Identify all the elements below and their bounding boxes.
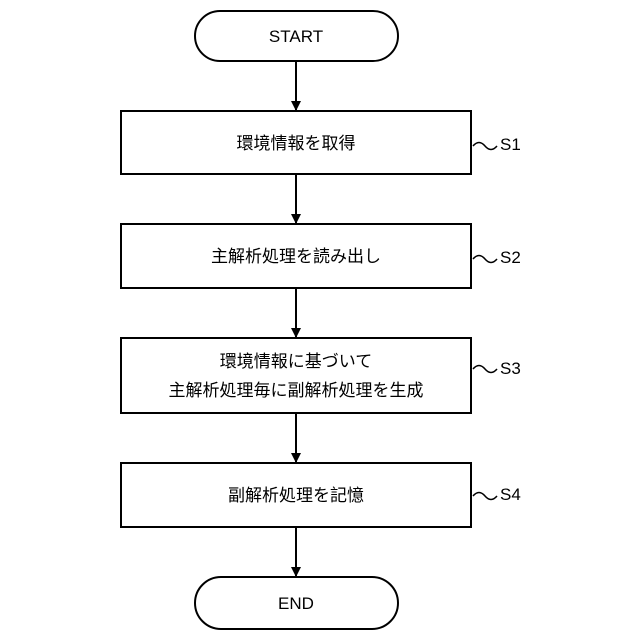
start-label: START: [269, 27, 323, 46]
step-leader-tilde: [473, 143, 497, 150]
step-id: S2: [500, 248, 521, 267]
step-leader-tilde: [473, 256, 497, 263]
process-step-s1: 環境情報を取得 S1: [121, 111, 521, 174]
step-leader-tilde: [473, 366, 497, 373]
step-label: 副解析処理を記憶: [228, 486, 364, 506]
step-label-line-2: 主解析処理毎に副解析処理を生成: [169, 381, 424, 401]
process-step-s4: 副解析処理を記憶 S4: [121, 463, 521, 527]
end-label: END: [278, 594, 314, 613]
step-id: S1: [500, 135, 521, 154]
step-label: 環境情報を取得: [237, 134, 356, 154]
step-leader-tilde: [473, 493, 497, 500]
end-terminal: END: [195, 577, 398, 629]
step-id: S4: [500, 485, 521, 504]
process-step-s3: 環境情報に基づいて 主解析処理毎に副解析処理を生成 S3: [121, 338, 521, 413]
process-step-s2: 主解析処理を読み出し S2: [121, 224, 521, 288]
step-id: S3: [500, 359, 521, 378]
process-box: [121, 338, 471, 413]
step-label: 主解析処理を読み出し: [211, 247, 381, 267]
start-terminal: START: [195, 11, 398, 61]
step-label-line-1: 環境情報に基づいて: [220, 352, 373, 372]
